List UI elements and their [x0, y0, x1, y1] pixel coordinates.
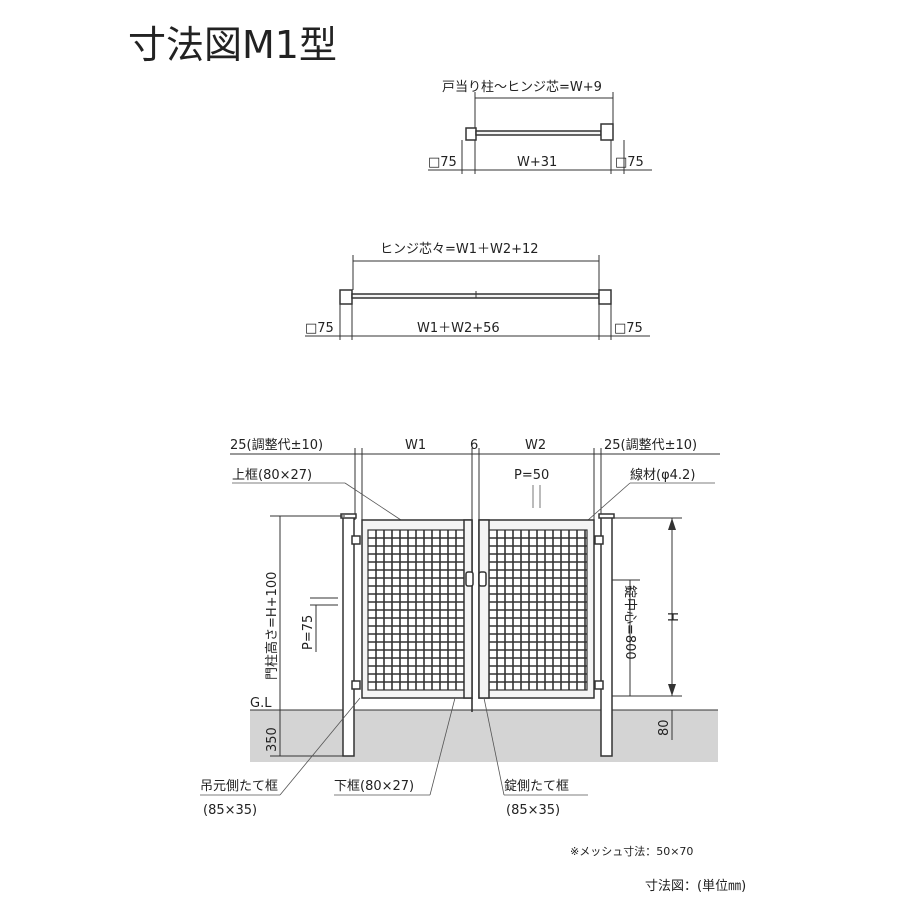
pitch-top-label: P=50	[514, 468, 549, 483]
top-plan-post-left	[465, 127, 477, 141]
w2-label: W2	[525, 438, 546, 453]
hinge-frame-label: 吊元側たて框	[200, 779, 278, 794]
left-lock-stile	[463, 519, 473, 699]
post-cap-right	[598, 513, 615, 519]
lock-frame-leader	[483, 697, 505, 796]
page-title: 寸法図M1型	[128, 23, 337, 67]
height-arrow-top	[668, 518, 676, 530]
right-lock-stile	[478, 519, 490, 699]
ground-area	[250, 710, 718, 762]
latch-handle-left	[465, 571, 474, 587]
post-height-label: 門柱高さ=H+100	[264, 572, 280, 680]
hinge-post-right	[600, 515, 613, 757]
wire-label: 線材(φ4.2)	[630, 467, 695, 483]
mesh-note: ※メッシュ寸法：50×70	[570, 844, 693, 858]
top-frame-leader	[344, 482, 405, 523]
gap-label: 6	[470, 438, 478, 453]
elevation-view: 25(調整代±10) W1 6 W2 25(調整代±10) 上框(80×27) …	[200, 438, 720, 818]
middle-width-label: W1＋W2+56	[417, 321, 500, 336]
top-plan-gate-bar	[475, 130, 602, 136]
embed-label: 350	[265, 727, 280, 752]
middle-post-left-label: □75	[305, 321, 334, 336]
height-arrow-bottom	[668, 684, 676, 696]
middle-plan-post-left	[339, 289, 353, 305]
lock-center-label: 錠中心=800	[622, 585, 637, 660]
gl-label: G.L	[250, 696, 272, 711]
top-frame-label: 上框(80×27)	[232, 468, 312, 483]
hinge-bottom-left	[351, 680, 361, 690]
ground-gap-label: 80	[657, 719, 672, 736]
right-mesh	[489, 530, 587, 690]
bottom-frame-leader	[429, 697, 456, 796]
middle-plan-post-right	[598, 289, 612, 305]
middle-post-right-label: □75	[614, 321, 643, 336]
top-post-left-label: □75	[428, 155, 457, 170]
adjust-right-label: 25(調整代±10)	[604, 438, 697, 453]
pitch-side-label: P=75	[301, 615, 316, 650]
hinge-frame-leader	[279, 697, 361, 796]
middle-span-label: ヒンジ芯々=W1＋W2+12	[380, 242, 539, 257]
hinge-top-left	[351, 535, 361, 545]
hinge-post-left	[342, 515, 355, 757]
left-mesh	[368, 530, 464, 690]
top-plan-view: 戸当り柱～ヒンジ芯=W+9 □75 W+31 □75	[428, 80, 652, 174]
hinge-frame-size: (85×35)	[203, 803, 257, 818]
hinge-bottom-right	[594, 680, 604, 690]
top-span-label: 戸当り柱～ヒンジ芯=W+9	[442, 80, 602, 95]
latch-handle-right	[478, 571, 487, 587]
unit-note: 寸法図：(単位㎜)	[645, 878, 746, 894]
hinge-top-right	[594, 535, 604, 545]
top-plan-post-right	[600, 123, 614, 141]
top-width-label: W+31	[517, 155, 557, 170]
height-label: H	[664, 612, 679, 622]
top-post-right-label: □75	[615, 155, 644, 170]
lock-frame-size: (85×35)	[506, 803, 560, 818]
lock-frame-label: 錠側たて框	[504, 779, 569, 794]
bottom-frame-label: 下框(80×27)	[334, 779, 414, 794]
middle-plan-view: ヒンジ芯々=W1＋W2+12 □75 W1＋W2+56 □75	[305, 242, 650, 340]
w1-label: W1	[405, 438, 426, 453]
adjust-left-label: 25(調整代±10)	[230, 438, 323, 453]
